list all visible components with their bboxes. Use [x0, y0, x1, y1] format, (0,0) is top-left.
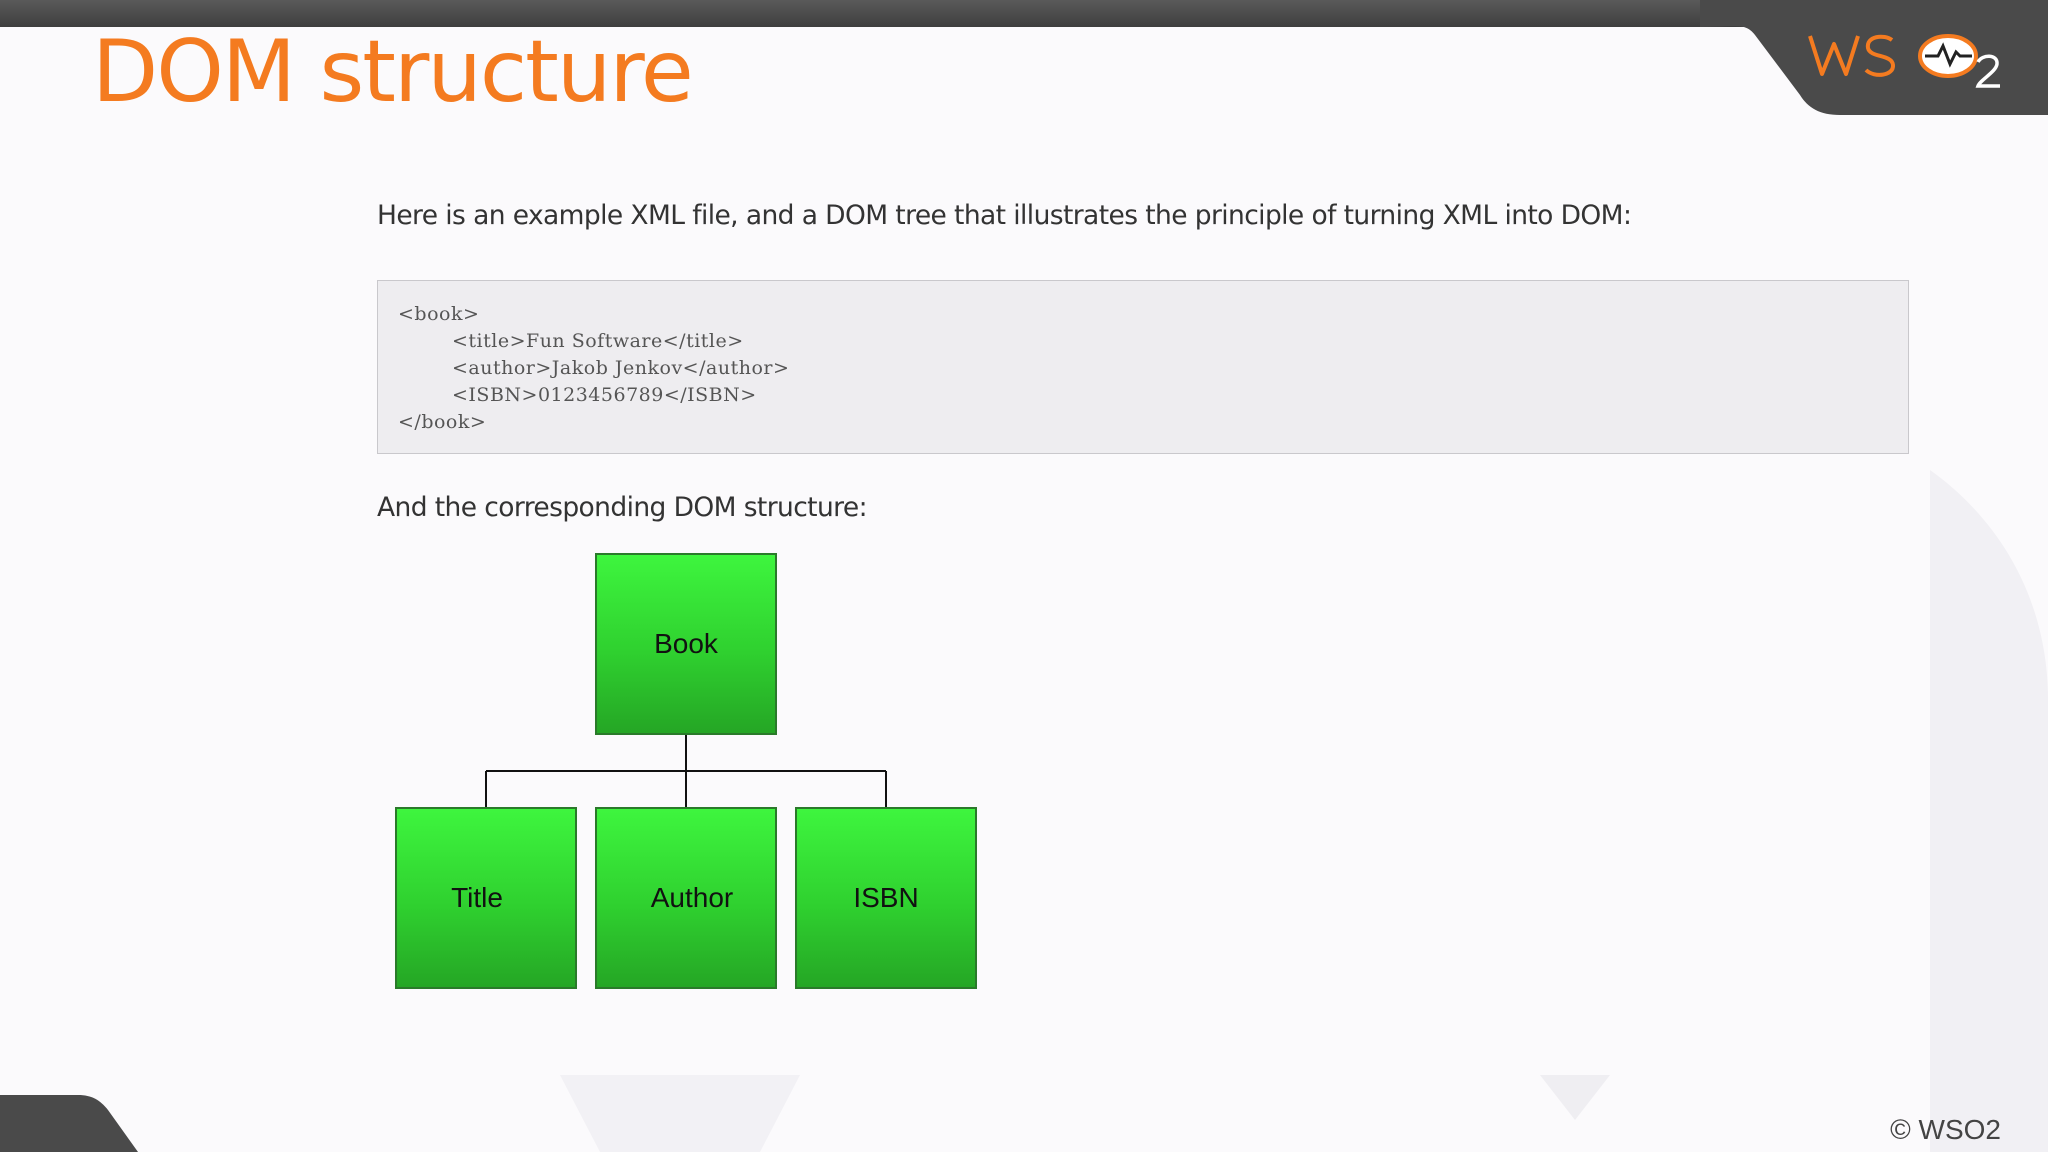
- code-line: </book>: [398, 411, 487, 433]
- slide-title: DOM structure: [92, 22, 694, 122]
- code-line: <author>Jakob Jenkov</author>: [452, 357, 790, 379]
- logo-tab: [1700, 0, 2048, 115]
- copyright-footer: © WSO2: [1890, 1114, 2001, 1145]
- tree-node-book: Book: [595, 553, 777, 735]
- subheading: And the corresponding DOM structure:: [377, 492, 868, 523]
- xml-code-block: <book> <title>Fun Software</title> <auth…: [377, 280, 1909, 454]
- code-line: <book>: [398, 303, 480, 325]
- tree-node-isbn: ISBN: [795, 807, 977, 989]
- wso2-logo: [1800, 24, 2010, 94]
- tree-node-author: Author: [595, 807, 777, 989]
- code-line: <title>Fun Software</title>: [452, 330, 744, 352]
- code-line: <ISBN>0123456789</ISBN>: [452, 384, 757, 406]
- wso2-logo-icon: [1808, 34, 2000, 88]
- tree-node-title: Title: [395, 807, 577, 989]
- intro-text: Here is an example XML file, and a DOM t…: [377, 200, 1632, 231]
